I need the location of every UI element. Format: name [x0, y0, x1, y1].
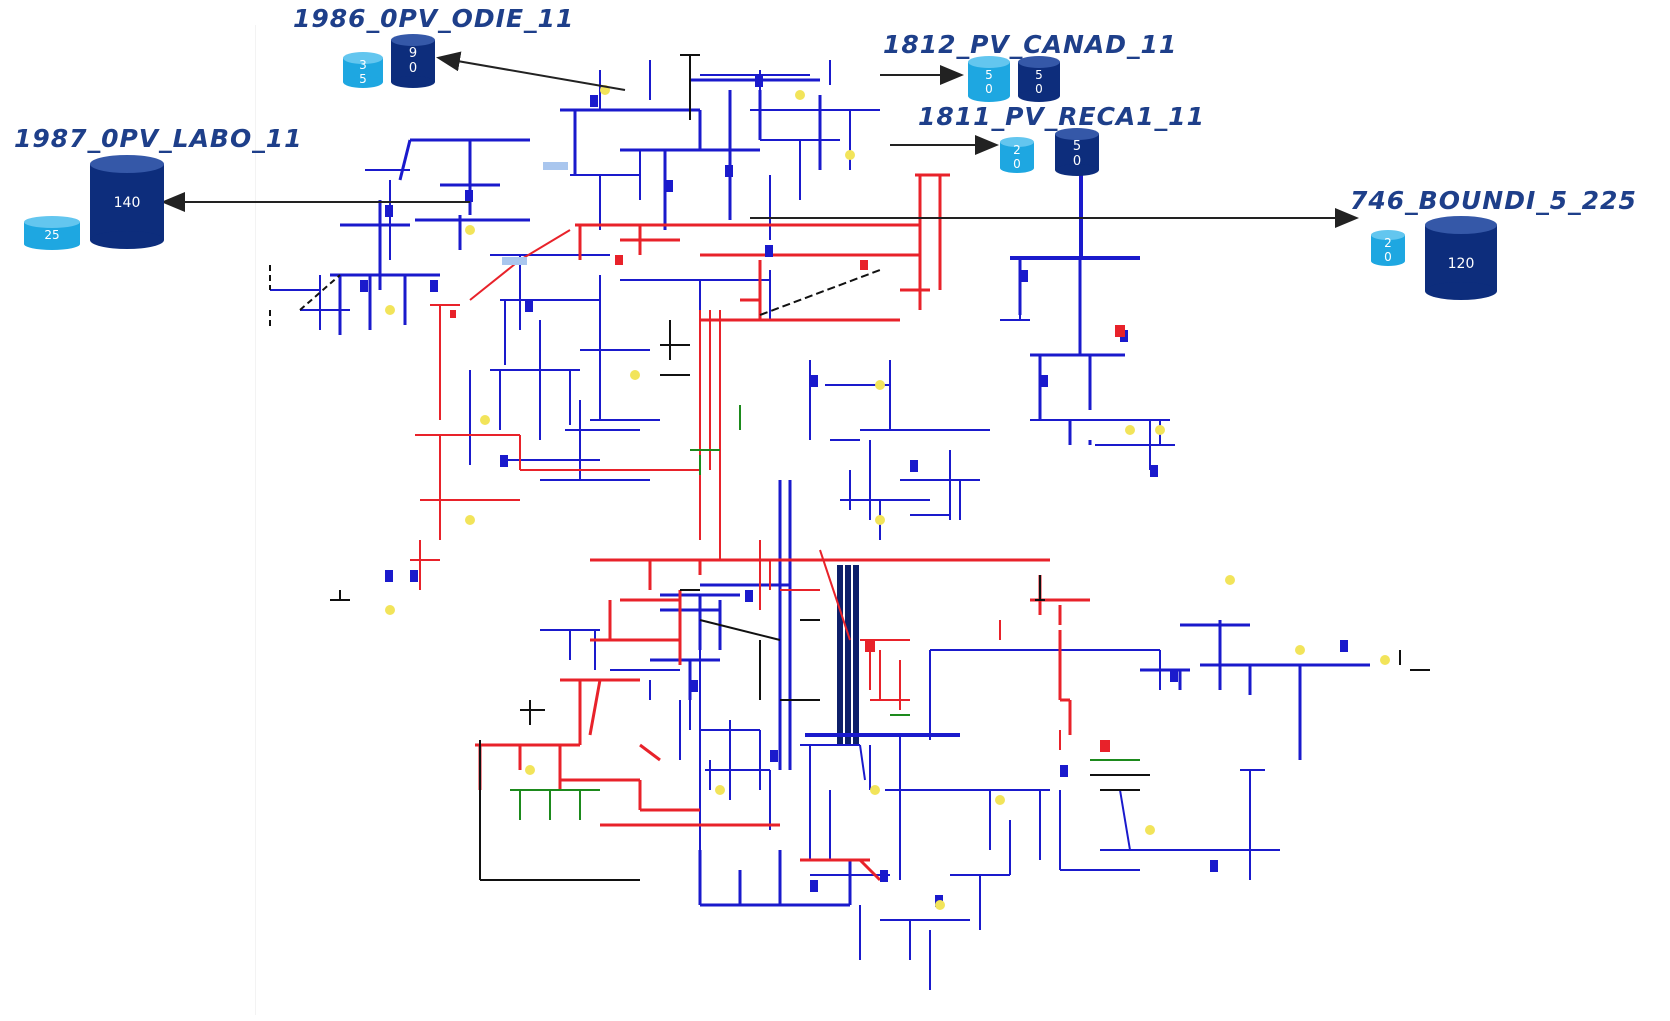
- labo-dark-cylinder: 140: [90, 155, 164, 249]
- red-lines: [410, 173, 1090, 882]
- highlight-block: [502, 257, 527, 265]
- boundi-light-value: 2 0: [1384, 236, 1392, 264]
- black-lines: [269, 54, 1430, 881]
- canad-dark-cylinder: 5 0: [1018, 56, 1060, 102]
- highlight-block: [543, 162, 568, 170]
- canad-light-value: 5 0: [985, 68, 993, 96]
- reca1-dark-cylinder: 5 0: [1055, 128, 1099, 176]
- labo-light-cylinder: 25: [24, 216, 80, 250]
- bus-markers: [360, 75, 1348, 907]
- network-canvas-area: [255, 25, 1361, 1015]
- reca1-light-cylinder: 2 0: [1000, 137, 1034, 173]
- odie-dark-value: 9 0: [408, 46, 418, 76]
- site-label-boundi: 746_BOUNDI_5_225: [1350, 186, 1637, 215]
- green-lines: [510, 405, 1140, 820]
- odie-light-cylinder: 3 5: [343, 52, 383, 88]
- boundi-dark-value: 120: [1447, 256, 1475, 272]
- boundi-light-cylinder: 2 0: [1371, 230, 1405, 266]
- canad-light-cylinder: 5 0: [968, 56, 1010, 102]
- site-label-labo: 1987_0PV_LABO_11: [14, 124, 303, 153]
- site-label-odie: 1986_0PV_ODIE_11: [293, 4, 575, 33]
- odie-dark-cylinder: 9 0: [391, 34, 435, 88]
- labo-light-value: 25: [44, 228, 60, 242]
- site-label-reca1: 1811_PV_RECA1_11: [918, 102, 1205, 131]
- canad-dark-value: 5 0: [1035, 68, 1043, 96]
- blue-lines: [270, 60, 1370, 990]
- reca1-light-value: 2 0: [1013, 143, 1021, 171]
- reca1-dark-value: 5 0: [1072, 139, 1082, 169]
- callout-arrows: [161, 51, 1359, 228]
- odie-light-value: 3 5: [359, 58, 367, 86]
- labo-dark-value: 140: [113, 195, 141, 211]
- yellow-node-markers: [385, 85, 1390, 910]
- boundi-dark-cylinder: 120: [1425, 216, 1497, 300]
- site-label-canad: 1812_PV_CANAD_11: [883, 30, 1178, 59]
- red-bus-markers: [450, 255, 1125, 752]
